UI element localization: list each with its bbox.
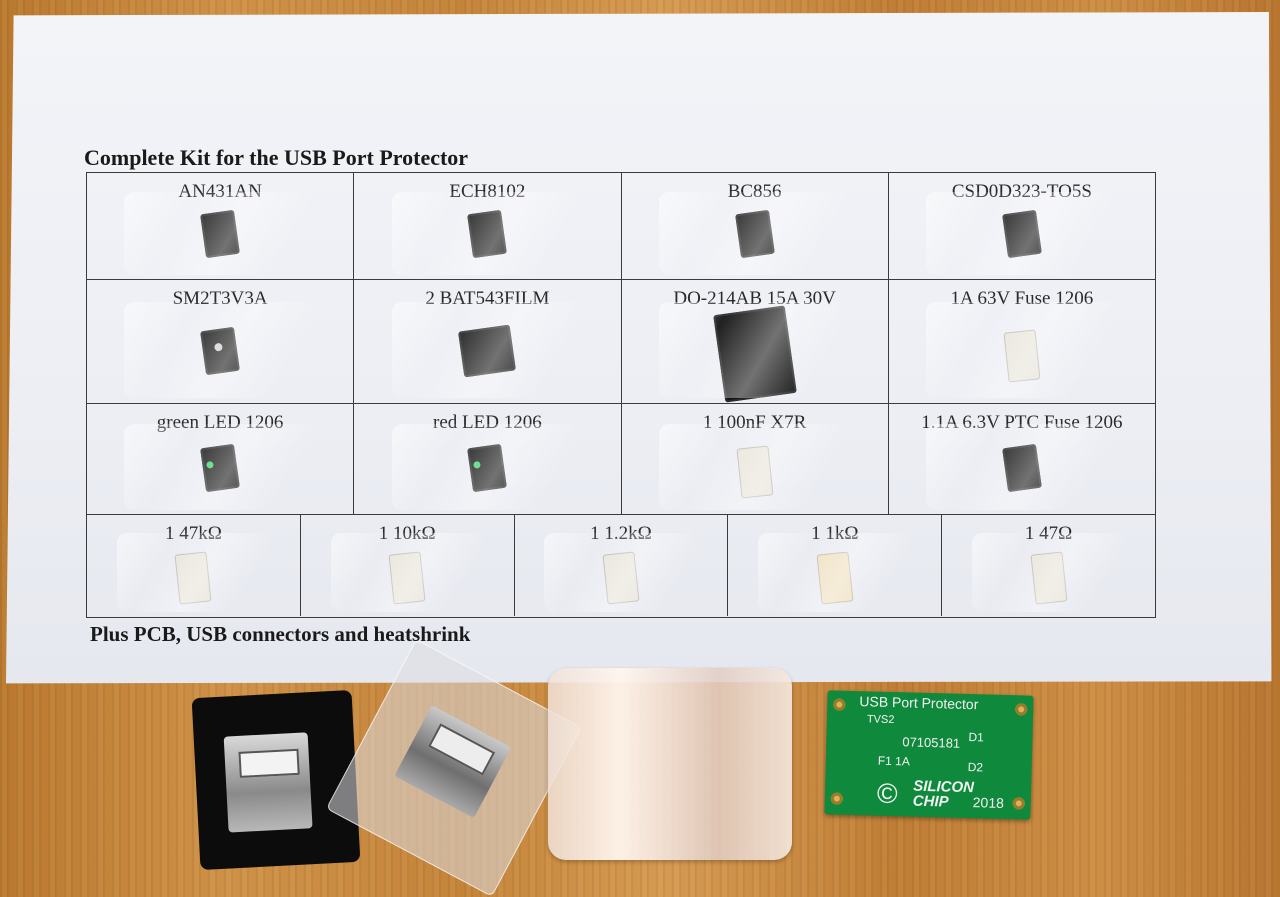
usb-socket-slot [238, 748, 300, 778]
part-tvs-diode [200, 327, 241, 376]
part-cell: DO-214AB 15A 30V [622, 280, 889, 403]
part-label: red LED 1206 [433, 412, 542, 433]
mounting-hole [1012, 797, 1025, 810]
kit-footer-note: Plus PCB, USB connectors and heatshrink [90, 622, 471, 646]
part-resistor [816, 551, 854, 605]
part-cell: SM2T3V3A [87, 280, 355, 403]
copyright-icon: © [876, 777, 899, 810]
part-cell: 1 47kΩ [87, 515, 301, 616]
parts-row: SM2T3V3A 2 BAT543FILM DO-214AB 15A 30V 1… [87, 280, 1155, 404]
part-cell: 1 47Ω [942, 515, 1155, 616]
part-red-led [467, 443, 508, 492]
pcb-serial: 07105181 [902, 734, 961, 751]
part-ptc-fuse [1001, 443, 1042, 492]
part-label: BC856 [727, 181, 782, 202]
part-label: ECH8102 [449, 181, 526, 202]
part-green-led [200, 443, 241, 492]
usb-socket-metal [223, 732, 313, 833]
part-cell: CSD0D323-TO5S [889, 173, 1155, 279]
part-resistor [174, 551, 212, 605]
part-label: green LED 1206 [156, 412, 284, 433]
mounting-hole [1015, 703, 1028, 716]
part-resistor [1030, 551, 1068, 605]
part-cell: 1 10kΩ [301, 515, 515, 616]
part-label: 1 47Ω [1024, 523, 1073, 544]
part-cell: ECH8102 [354, 173, 622, 279]
part-cell: 1A 63V Fuse 1206 [889, 280, 1155, 403]
part-cell: 1.1A 6.3V PTC Fuse 1206 [889, 404, 1155, 514]
part-fuse [1003, 329, 1041, 383]
part-ic [200, 210, 241, 259]
part-cell: AN431AN [87, 173, 355, 279]
part-label: CSD0D323-TO5S [951, 181, 1092, 202]
pcb-tvs-label: TVS2 [866, 713, 895, 727]
kit-title: Complete Kit for the USB Port Protector [84, 145, 469, 170]
part-resistor [388, 551, 426, 605]
mounting-hole [830, 792, 843, 805]
pcb-title: USB Port Protector [859, 693, 979, 713]
part-cell: 1 1.2kΩ [515, 515, 729, 616]
parts-table: AN431AN ECH8102 BC856 CSD0D323-TO5S SM2T… [86, 172, 1156, 618]
part-label: 1A 63V Fuse 1206 [950, 288, 1094, 309]
pcb-board: USB Port Protector TVS2 07105181 D1 F1 1… [824, 690, 1034, 820]
part-cell: BC856 [622, 173, 889, 279]
parts-row: 1 47kΩ 1 10kΩ 1 1.2kΩ 1 1kΩ 1 47Ω [87, 515, 1155, 616]
pcb-d1-label: D1 [968, 730, 985, 745]
part-label: 1.1A 6.3V PTC Fuse 1206 [921, 412, 1123, 433]
usb-plug-metal [394, 705, 512, 819]
part-label: 1 1kΩ [811, 523, 859, 544]
part-cell: red LED 1206 [354, 404, 622, 514]
pcb-year: 2018 [972, 794, 1005, 811]
mounting-hole [833, 698, 846, 711]
pcb-d2-label: D2 [967, 760, 984, 775]
pcb-fuse-label: F1 1A [877, 753, 911, 769]
part-transistor [734, 210, 775, 259]
part-label: AN431AN [178, 181, 262, 202]
led-dot [206, 460, 215, 469]
part-cell: green LED 1206 [87, 404, 355, 514]
part-resistor [602, 551, 640, 605]
part-diodes [458, 324, 517, 378]
pcb-brand-line: CHIP [912, 792, 949, 811]
part-schottky [712, 305, 797, 403]
part-cell: 1 100nF X7R [622, 404, 889, 514]
led-dot [473, 460, 482, 469]
part-capacitor [736, 445, 774, 499]
part-cell: 2 BAT543FILM [354, 280, 622, 403]
heatshrink-tube [548, 668, 792, 860]
part-mosfet [1001, 210, 1042, 259]
parts-row: green LED 1206 red LED 1206 1 100nF X7R … [87, 404, 1155, 515]
parts-row: AN431AN ECH8102 BC856 CSD0D323-TO5S [87, 173, 1155, 280]
part-label: SM2T3V3A [172, 288, 268, 309]
part-label: DO-214AB 15A 30V [673, 288, 836, 309]
part-ic [467, 210, 508, 259]
part-marking [214, 342, 224, 353]
part-label: 1 100nF X7R [702, 412, 807, 433]
part-label: 1 10kΩ [378, 523, 436, 544]
usb-plug-slot [428, 723, 496, 776]
part-cell: 1 1kΩ [728, 515, 943, 616]
part-label: 1 47kΩ [164, 523, 222, 544]
usb-connector-black [191, 689, 361, 871]
part-label: 2 BAT543FILM [425, 288, 550, 309]
part-label: 1 1.2kΩ [590, 523, 652, 544]
